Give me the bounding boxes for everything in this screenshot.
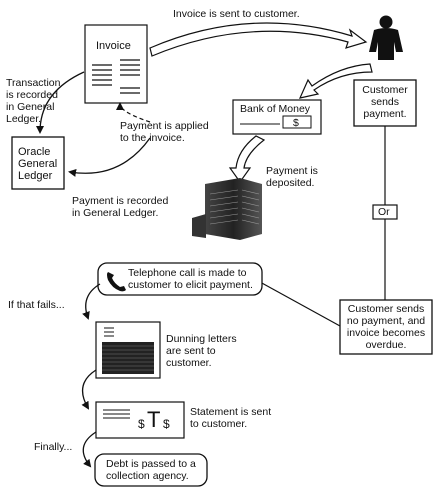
collection-label: Debt is passed to a collection agency. <box>106 458 196 482</box>
statement-dollar-right: $ <box>163 417 170 431</box>
payment-applied-arrow <box>116 102 151 123</box>
if-fails-label: If that fails... <box>8 299 65 311</box>
statement-dollar-left: $ <box>138 417 145 431</box>
no-payment-label: Customer sends no payment, and invoice b… <box>346 303 426 351</box>
statement-sent-label: Statement is sent to customer. <box>190 406 272 430</box>
statement-document <box>95 401 185 439</box>
customer-sends-label: Customer sends payment. <box>362 84 408 120</box>
telephone-label: Telephone call is made to customer to el… <box>128 267 253 291</box>
cheque-to-bank-arrow <box>228 135 266 184</box>
invoice-to-customer-arrow <box>149 22 368 57</box>
no-payment-box <box>339 299 433 355</box>
transaction-recorded-label: Transaction is recorded in General Ledge… <box>6 77 61 125</box>
customer-sends-box <box>353 79 417 127</box>
telephone-connector <box>259 281 341 327</box>
telephone-box <box>97 262 263 296</box>
invoice-document <box>84 24 148 104</box>
cheque-dollar-sign: $ <box>293 117 299 129</box>
telephone-icon <box>107 272 126 292</box>
finally-arrow <box>82 431 97 468</box>
fails-arrow <box>82 283 101 320</box>
finally-label: Finally... <box>34 441 73 453</box>
bank-cheque <box>232 99 322 135</box>
transaction-arrow <box>36 71 85 134</box>
payment-recorded-label: Payment is recorded in General Ledger. <box>72 195 169 219</box>
bank-building-icon <box>192 178 262 240</box>
oracle-ledger-box <box>11 136 65 190</box>
oracle-ledger-label: Oracle General Ledger <box>18 146 58 182</box>
customer-icon <box>369 15 403 60</box>
bank-of-money-label: Bank of Money <box>240 103 311 115</box>
payment-applied-label: Payment is applied to the invoice. <box>120 120 209 144</box>
statement-t-symbol: T <box>147 407 161 432</box>
dunning-letter-document <box>95 321 161 379</box>
dunning-label: Dunning letters are sent to customer. <box>166 333 237 369</box>
collection-box <box>94 453 208 487</box>
or-label: Or <box>378 206 390 218</box>
dunning-to-statement-arrow <box>81 369 97 410</box>
invoice-title: Invoice <box>96 40 131 52</box>
invoice-sent-label: Invoice is sent to customer. <box>173 8 300 20</box>
payment-recorded-arrow <box>68 137 151 177</box>
customer-to-bank-arrow <box>298 63 373 99</box>
payment-deposited-label: Payment is deposited. <box>266 165 318 189</box>
